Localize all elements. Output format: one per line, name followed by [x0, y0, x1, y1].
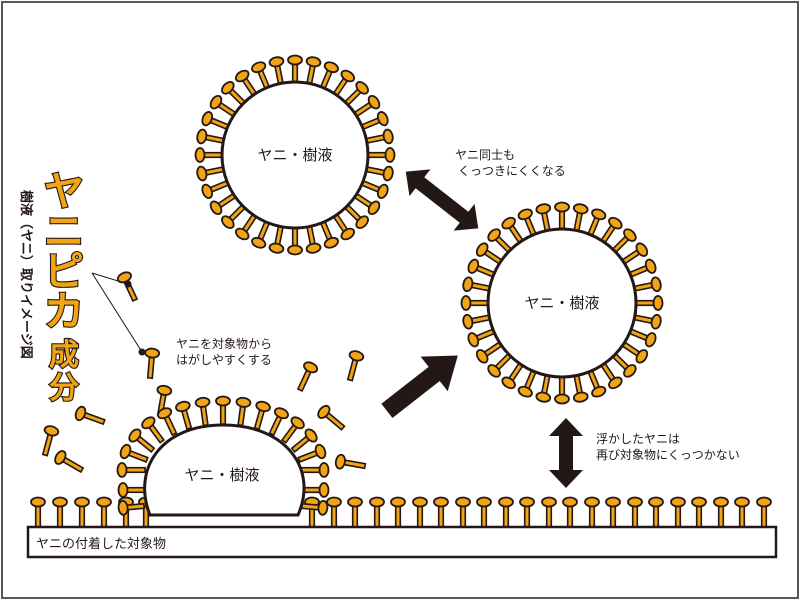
surface-molecules [30, 496, 772, 528]
free-molecule-icon [346, 350, 365, 382]
droplet-molecule-icon [287, 54, 303, 86]
droplet-molecule-icon [141, 416, 165, 444]
surface-molecule-icon [390, 496, 406, 528]
droplet-molecule-icon [128, 428, 156, 453]
droplet-molecule-icon [268, 407, 289, 437]
droplet-molecule-icon [268, 56, 285, 88]
free-molecule-icon [334, 453, 367, 470]
free-molecule-icon [144, 347, 161, 380]
float-caption-line2: 再び対象物にくっつかない [596, 448, 740, 462]
droplet-molecule-icon [630, 313, 662, 330]
surface-molecule-icon [412, 496, 428, 528]
surface-molecule-icon [519, 496, 535, 528]
surface-molecule-icon [541, 496, 557, 528]
droplet-molecule-icon [632, 295, 664, 311]
droplet-molecule-icon [281, 416, 305, 444]
surface-molecule-icon [455, 496, 471, 528]
pointer-line-b [91, 272, 143, 353]
surface-molecule-icon [347, 496, 363, 528]
surface-molecule-icon [691, 496, 707, 528]
droplet-molecule-icon [572, 203, 589, 235]
surface-molecule-icon [734, 496, 750, 528]
mutual-caption-line1: ヤニ同士も [455, 148, 515, 162]
top-droplet [220, 80, 370, 230]
bottom-droplet-label: ヤニ・樹液 [184, 466, 259, 484]
free-molecule-icon [54, 450, 85, 474]
free-molecule-icon [317, 404, 346, 431]
surface-molecule-icon [670, 496, 686, 528]
droplet-molecule-icon [535, 371, 552, 403]
bottom-droplet [143, 423, 306, 517]
free-molecule-icon [41, 425, 60, 457]
free-molecules [41, 271, 367, 474]
no-reattach-arrow-icon [549, 418, 583, 488]
droplet-molecule-icon [251, 217, 272, 249]
droplet-molecule-icon [116, 462, 146, 478]
top-droplet-label: ヤニ・樹液 [257, 146, 332, 164]
droplet-molecule-icon [196, 128, 228, 145]
droplet-molecule-icon [157, 407, 178, 437]
right-droplet-label: ヤニ・樹液 [524, 294, 599, 312]
agent-caption-line2: はがしやすくする [176, 352, 272, 367]
droplet-molecule-icon [196, 165, 228, 182]
droplet-molecule-icon [462, 313, 494, 330]
agent-caption-line1: ヤニを対象物から [176, 337, 272, 351]
surface-label: ヤニの付着した対象物 [36, 536, 166, 552]
pointer-line-a [91, 272, 129, 285]
droplet-molecule-icon [194, 396, 211, 427]
droplet-molecule-icon [117, 499, 146, 516]
pointer-dot-b [138, 348, 146, 356]
droplet-molecule-icon [297, 443, 327, 463]
droplet-molecule-icon [467, 258, 499, 279]
droplet-molecule-icon [300, 482, 330, 498]
droplet-molecule-icon [251, 61, 272, 93]
mutual-caption-line2: くっつきにくくなる [458, 164, 566, 178]
title-character: ヤ [44, 169, 84, 215]
droplet-molecule-icon [364, 147, 396, 163]
droplet-molecule-icon [305, 222, 322, 254]
title-character: カ [44, 289, 84, 335]
subtitle-vertical: 樹液（ヤニ）取りイメージ図 [18, 190, 34, 359]
free-molecule-icon [296, 361, 319, 393]
droplet-molecule-icon [586, 208, 607, 240]
droplet-molecule-icon [201, 178, 233, 199]
surface-molecule-icon [498, 496, 514, 528]
bottom-droplet-molecules [116, 395, 330, 516]
surface-molecule-icon [627, 496, 643, 528]
pointer-dot-a [124, 280, 132, 288]
title-character: 成 [49, 338, 79, 373]
droplet-molecule-icon [300, 462, 330, 478]
surface-molecule-icon [96, 496, 112, 528]
droplet-molecule-icon [235, 396, 252, 427]
droplet-molecule-icon [201, 111, 233, 132]
surface-molecule-icon [326, 496, 342, 528]
droplet-molecule-icon [462, 276, 494, 293]
title-character: ピ [44, 249, 84, 295]
droplet-molecule-icon [290, 428, 318, 453]
droplet-molecule-icon [318, 217, 339, 249]
lift-arrow-icon [381, 355, 458, 418]
float-caption-line1: 浮かしたヤニは [596, 432, 680, 446]
surface-molecule-icon [30, 496, 46, 528]
droplet-molecule-icon [175, 400, 193, 431]
free-molecule-icon [74, 405, 106, 426]
droplet-molecule-icon [554, 201, 570, 233]
droplet-molecule-icon [119, 443, 149, 463]
droplet-molecule-icon [350, 94, 381, 120]
surface-strip [26, 525, 778, 559]
droplet-molecule-icon [300, 499, 329, 516]
droplet-molecule-icon [362, 165, 394, 182]
surface-molecule-icon [74, 496, 90, 528]
droplet-molecule-icon [517, 366, 538, 398]
right-droplet [486, 227, 638, 379]
title-character: ニ [44, 209, 84, 255]
surface-molecule-icon [52, 496, 68, 528]
droplet-molecule-icon [517, 208, 538, 240]
title-character: 分 [49, 371, 79, 406]
mutual-repel-arrow-icon [405, 169, 479, 231]
